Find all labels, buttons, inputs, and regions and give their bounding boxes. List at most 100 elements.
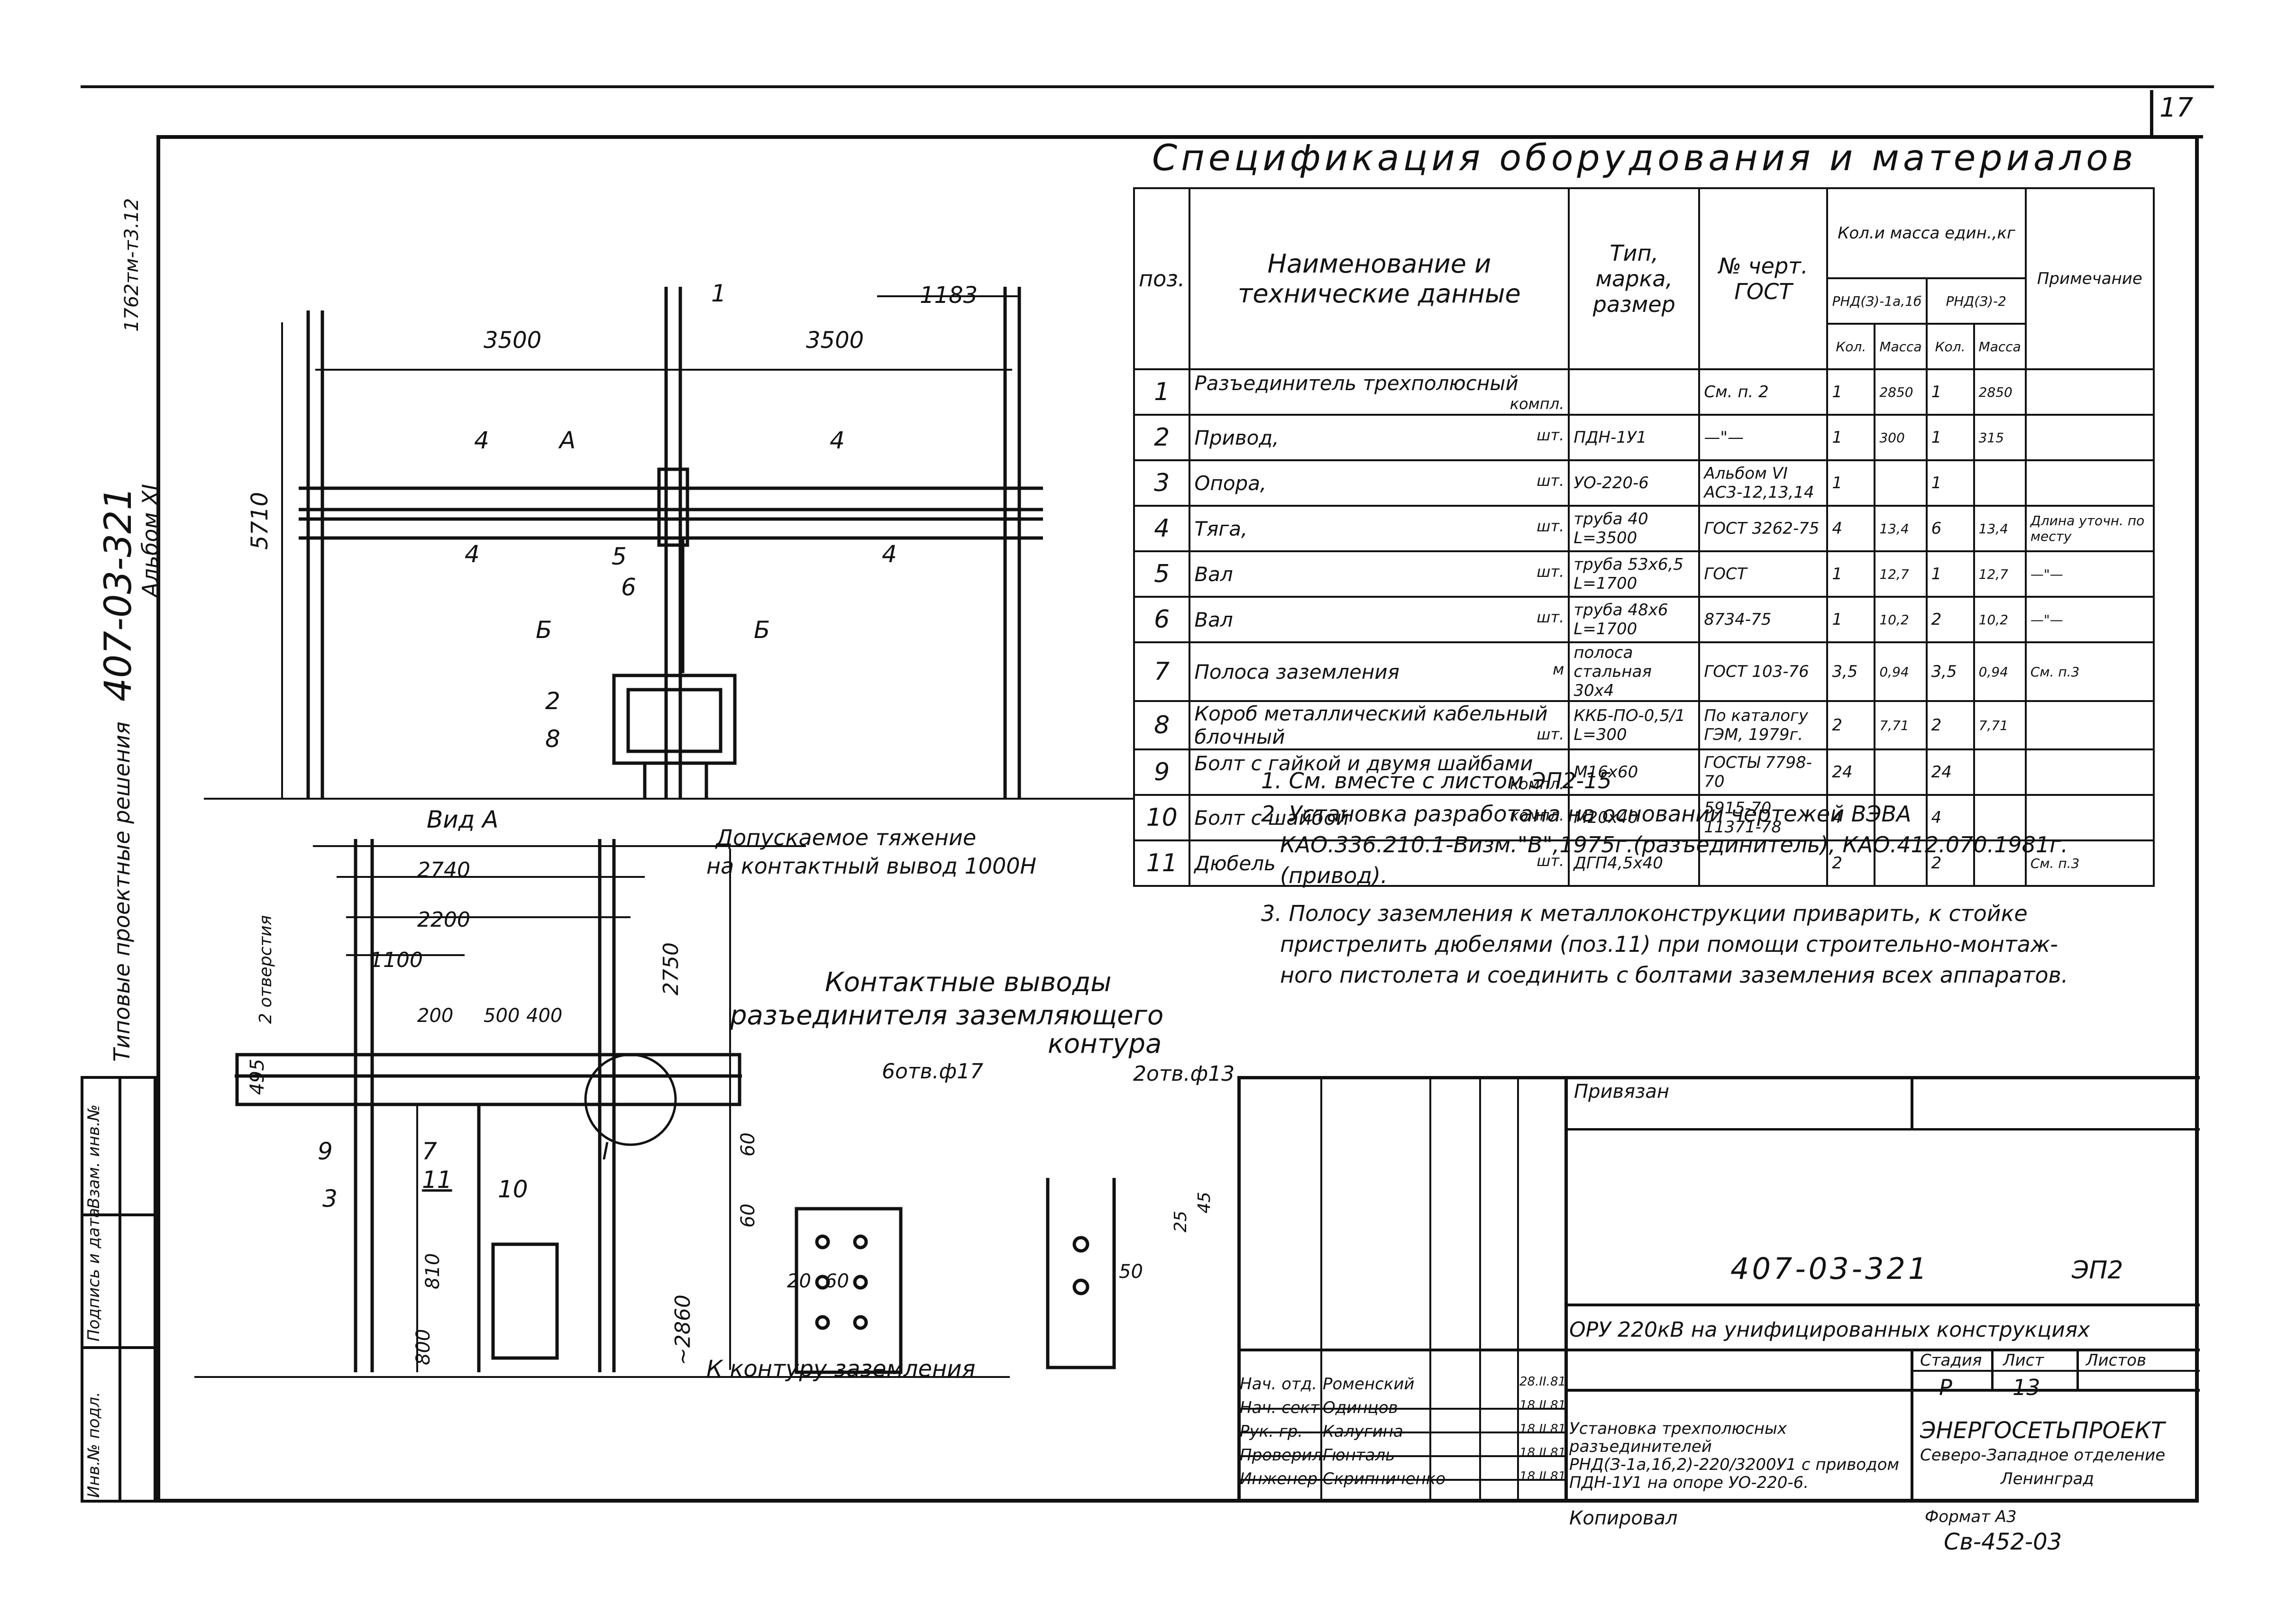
spec-qty-b: 24 xyxy=(1925,748,1975,796)
pos-1: 1 xyxy=(711,280,726,307)
title-object: ОРУ 220кВ на унифицированных конструкция… xyxy=(1569,1318,2090,1342)
spec-mass-b: 2850 xyxy=(1973,368,2027,416)
spec-qty-b: 3,5 xyxy=(1925,641,1975,702)
staff-date: 28.II.81 xyxy=(1519,1375,1566,1389)
copy-mark: Св-452-03 xyxy=(1944,1529,2062,1555)
hdr-name: Наименование и технические данные xyxy=(1189,187,1570,370)
hdr-kol-a: Кол. xyxy=(1826,323,1876,370)
dim-810: 810 xyxy=(422,1253,444,1289)
spec-pos: 8 xyxy=(1133,700,1191,750)
spec-qty-b: 6 xyxy=(1925,505,1975,552)
hdr-massa-a: Масса xyxy=(1874,323,1928,370)
spec-mass-b xyxy=(1973,839,2027,887)
strip-label-inv: Инв.№ подл. xyxy=(84,1392,103,1498)
staff-date: 18.II.81 xyxy=(1519,1398,1566,1413)
spec-name-text: Тяга, xyxy=(1194,517,1248,540)
spec-table: поз. Наименование и технические данные Т… xyxy=(1133,187,2155,887)
spec-doc: По каталогу ГЭМ, 1979г. xyxy=(1698,700,1829,750)
spec-doc xyxy=(1698,839,1829,887)
pos-4a: 4 xyxy=(474,427,489,454)
spec-mass-a: 12,7 xyxy=(1874,550,1928,598)
pos-10: 10 xyxy=(498,1176,528,1203)
spec-qty-a: 4 xyxy=(1826,505,1876,552)
spec-qty-b: 2 xyxy=(1925,596,1975,643)
view-a-title: Вид А xyxy=(427,806,499,833)
drawing-frame xyxy=(156,135,2199,1503)
dim-500: 500 xyxy=(484,1005,520,1027)
spec-unit: шт. xyxy=(1537,562,1564,581)
detail-dim-60c: 60 xyxy=(825,1270,849,1292)
hdr-pos: поз. xyxy=(1133,187,1191,370)
spec-note xyxy=(2024,459,2155,507)
spec-mass-b xyxy=(1973,459,2027,507)
spec-qty-b: 2 xyxy=(1925,839,1975,887)
spec-doc: 8734-75 xyxy=(1698,596,1829,643)
ground-note: К контуру заземления xyxy=(706,1356,976,1382)
spec-qty-a: 24 xyxy=(1826,748,1876,796)
note-line: пристрелить дюбелями (поз.11) при помощи… xyxy=(1280,931,2058,957)
staff-role: Нач. отд. xyxy=(1240,1375,1317,1394)
staff-date: 18.II.81 xyxy=(1519,1469,1566,1484)
spec-pos: 7 xyxy=(1133,641,1191,702)
spec-type: полоса стальная 30x4 xyxy=(1568,641,1701,702)
spec-name-text: Болт с гайкой и двумя шайбами xyxy=(1194,751,1533,775)
dim-3500-right: 3500 xyxy=(806,327,864,354)
spec-mass-a xyxy=(1874,839,1928,887)
note-line: КАО.336.210.1-Визм."В",1975г.(разъединит… xyxy=(1280,832,2068,857)
spec-note xyxy=(2024,368,2155,416)
staff-name: Скрипниченко xyxy=(1323,1469,1446,1488)
page-number-box xyxy=(2150,90,2203,138)
spec-mass-b: 315 xyxy=(1973,414,2027,461)
pos-3: 3 xyxy=(322,1185,338,1213)
spec-unit: шт. xyxy=(1537,608,1564,626)
dim-495: 495 xyxy=(247,1058,268,1095)
spec-qty-a: 1 xyxy=(1826,368,1876,416)
sheet-label: Лист xyxy=(2003,1351,2044,1370)
spec-name: Привод,шт. xyxy=(1189,414,1570,461)
spec-mass-a xyxy=(1874,459,1928,507)
technical-drawing xyxy=(194,287,1133,1378)
detail-dim-25: 25 xyxy=(1171,1211,1190,1232)
holes-6x17: 6отв.ф17 xyxy=(882,1059,984,1084)
detail-dim-20: 20 xyxy=(787,1270,811,1292)
spec-mass-a: 7,71 xyxy=(1874,700,1928,750)
side-series-code: 407-03-321 xyxy=(97,486,140,702)
contacts-title-1: Контактные выводы xyxy=(825,967,1112,998)
hdr-type: Тип, марка, размер xyxy=(1568,187,1701,370)
spec-mass-b: 10,2 xyxy=(1973,596,2027,643)
spec-pos: 4 xyxy=(1133,505,1191,552)
dim-200: 200 xyxy=(417,1005,454,1027)
spec-qty-b: 2 xyxy=(1925,700,1975,750)
org-city: Ленинград xyxy=(2001,1469,2094,1488)
staff-role: Рук. гр. xyxy=(1240,1422,1303,1441)
dim-1100: 1100 xyxy=(370,948,423,972)
top-border xyxy=(81,85,2214,88)
note-line: 1. См. вместе с листом ЭП2-15 xyxy=(1261,768,1612,793)
spec-unit: шт. xyxy=(1537,471,1564,490)
pos-4c: 4 xyxy=(465,540,480,568)
spec-pos: 6 xyxy=(1133,596,1191,643)
pos-4d: 4 xyxy=(882,540,897,568)
dim-5710: 5710 xyxy=(247,492,273,550)
spec-mass-b xyxy=(1973,794,2027,841)
spec-qty-b: 1 xyxy=(1925,368,1975,416)
spec-unit: м xyxy=(1553,660,1564,678)
spec-mass-a: 2850 xyxy=(1874,368,1928,416)
staff-role: Инженер xyxy=(1240,1469,1317,1488)
spec-name-text: Болт с шайбой xyxy=(1194,806,1349,830)
detail-I: I xyxy=(602,1138,609,1165)
spec-type: ДГП4,5x40 xyxy=(1568,839,1701,887)
contacts-title-3: контура xyxy=(1048,1029,1162,1059)
pos-9: 9 xyxy=(318,1138,333,1165)
